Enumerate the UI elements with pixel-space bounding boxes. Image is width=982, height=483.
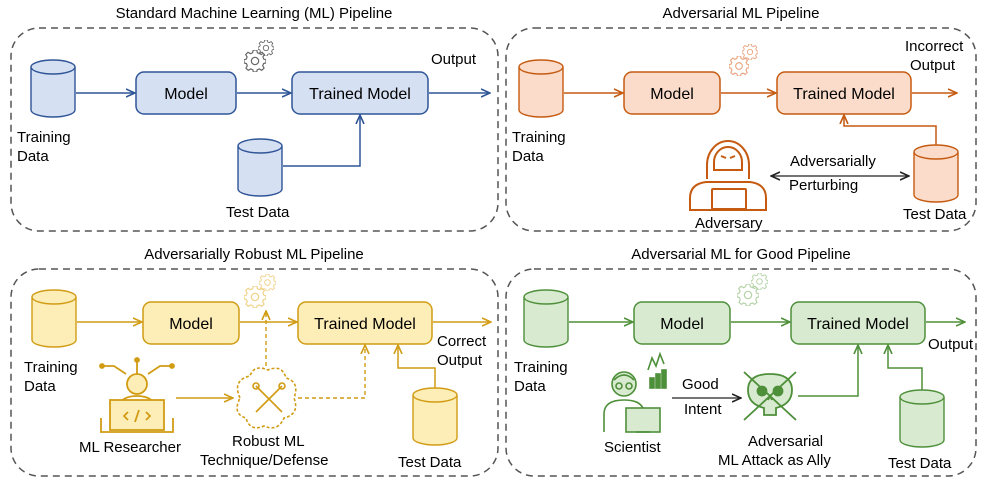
training-data-cylinder <box>523 289 569 348</box>
model-label: Model <box>650 86 694 103</box>
training-data-label-2: Data <box>514 378 546 395</box>
training-data-label-1: Training <box>17 129 71 146</box>
output-label-2: Output <box>910 57 956 74</box>
test-data-cylinder <box>899 389 945 448</box>
panel-title: Adversarially Robust ML Pipeline <box>144 246 364 263</box>
test-data-label: Test Data <box>888 455 952 472</box>
test-data-cylinder <box>913 144 959 203</box>
model-box <box>633 301 731 345</box>
test-data-label: Test Data <box>398 454 462 471</box>
training-data-label-2: Data <box>512 148 544 165</box>
trained-model-label: Trained Model <box>314 316 416 333</box>
panel-adversarial: Adversarial ML Pipeline Training Data Mo… <box>505 5 977 232</box>
model-label: Model <box>164 86 208 103</box>
scientist-label: Scientist <box>604 439 662 456</box>
output-label: Output <box>928 336 974 353</box>
trained-model-label: Trained Model <box>309 86 411 103</box>
model-label: Model <box>660 316 704 333</box>
output-label-1: Incorrect <box>905 38 964 55</box>
model-box <box>135 71 237 115</box>
gears-icon <box>244 274 276 308</box>
gears-icon <box>244 40 274 72</box>
panel-standard: Standard Machine Learning (ML) Pipeline … <box>10 5 499 232</box>
panel-for-good: Adversarial ML for Good Pipeline Trainin… <box>505 246 977 477</box>
panel-robust: Adversarially Robust ML Pipeline Trainin… <box>10 246 499 477</box>
adversary-label: Adversary <box>695 215 763 232</box>
training-data-cylinder <box>30 59 76 118</box>
arrow-technique-to-trained <box>298 346 365 399</box>
panel-title: Adversarial ML for Good Pipeline <box>631 246 851 263</box>
panel-title: Adversarial ML Pipeline <box>662 5 819 22</box>
ml-researcher-label: ML Researcher <box>79 439 181 456</box>
trained-model-label: Trained Model <box>807 316 909 333</box>
test-data-label: Test Data <box>903 206 967 223</box>
panel-title: Standard Machine Learning (ML) Pipeline <box>116 5 393 22</box>
arrow-test-to-trained <box>844 116 937 145</box>
training-data-label-2: Data <box>24 378 56 395</box>
test-data-cylinder <box>237 138 283 197</box>
scientist-icon <box>603 351 667 433</box>
gears-icon <box>729 44 758 76</box>
technique-label-1: Robust ML <box>232 433 305 450</box>
technique-label-2: Technique/Defense <box>200 452 328 469</box>
output-label-1: Correct <box>437 333 487 350</box>
ml-researcher-icon <box>99 357 175 433</box>
output-label: Output <box>431 51 477 68</box>
panel-border <box>505 27 977 232</box>
model-box <box>142 301 240 345</box>
training-data-label-1: Training <box>24 359 78 376</box>
adversary-icon <box>689 140 767 211</box>
edge-label-1: Adversarially <box>790 153 876 170</box>
trained-model-label: Trained Model <box>793 86 895 103</box>
panel-border <box>505 268 977 477</box>
edge-label-1: Good <box>682 376 719 393</box>
training-data-label-1: Training <box>514 359 568 376</box>
test-data-label: Test Data <box>226 204 290 221</box>
model-label: Model <box>169 316 213 333</box>
edge-label-2: Perturbing <box>789 177 858 194</box>
robust-technique-icon <box>236 367 297 429</box>
edge-label-2: Intent <box>684 401 722 418</box>
arrow-attack-to-trained <box>798 346 858 397</box>
training-data-cylinder <box>518 59 564 118</box>
panel-border <box>10 27 499 232</box>
gears-icon <box>737 273 768 306</box>
arrow-test-to-trained <box>398 346 436 388</box>
training-data-cylinder <box>31 289 77 348</box>
skull-icon <box>743 371 797 421</box>
arrow-test-to-trained <box>888 346 923 390</box>
technique-label-1: Adversarial <box>748 433 823 450</box>
training-data-label-2: Data <box>17 148 49 165</box>
test-data-cylinder <box>412 387 458 446</box>
model-box <box>623 71 721 115</box>
training-data-label-1: Training <box>512 129 566 146</box>
technique-label-2: ML Attack as Ally <box>718 452 831 469</box>
output-label-2: Output <box>437 352 483 369</box>
arrow-test-to-trained <box>283 116 360 167</box>
